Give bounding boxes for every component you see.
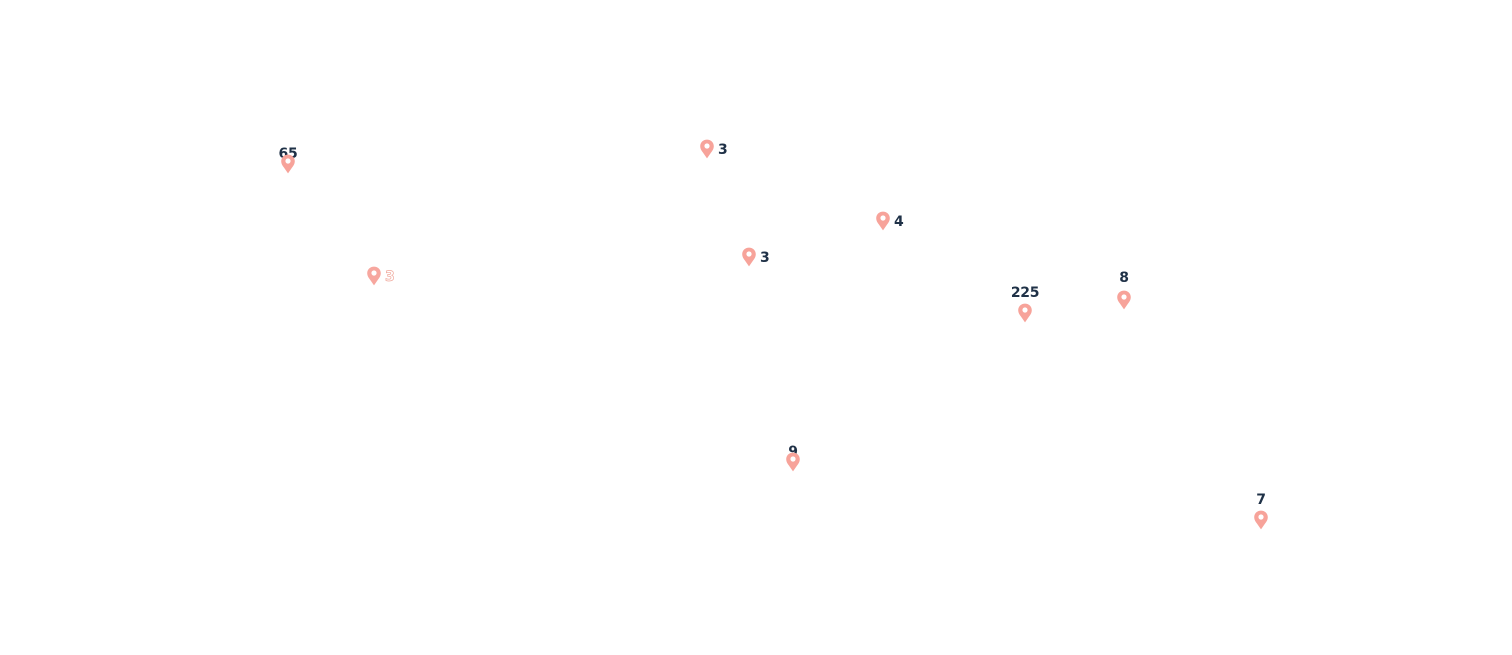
map-pin-icon <box>1253 510 1269 530</box>
map-pin-icon <box>366 266 382 286</box>
marker-count: 3 <box>718 142 728 158</box>
map-pin-icon <box>741 247 757 267</box>
marker-count: 8 <box>1119 270 1129 286</box>
marker-count: 7 <box>1256 492 1266 508</box>
marker-count: 4 <box>894 214 904 230</box>
map-pin-icon <box>699 139 715 159</box>
map-pin-icon <box>1116 290 1132 310</box>
map-pin-icon <box>1017 303 1033 323</box>
marker-count: 225 <box>1010 285 1040 301</box>
marker-count: 3 <box>385 269 396 286</box>
marker-count: 9 <box>788 444 798 460</box>
map-pin-icon <box>875 211 891 231</box>
map-pin-icon <box>280 154 296 174</box>
map-pin-icon <box>785 452 801 472</box>
marker-count: 3 <box>760 250 770 266</box>
